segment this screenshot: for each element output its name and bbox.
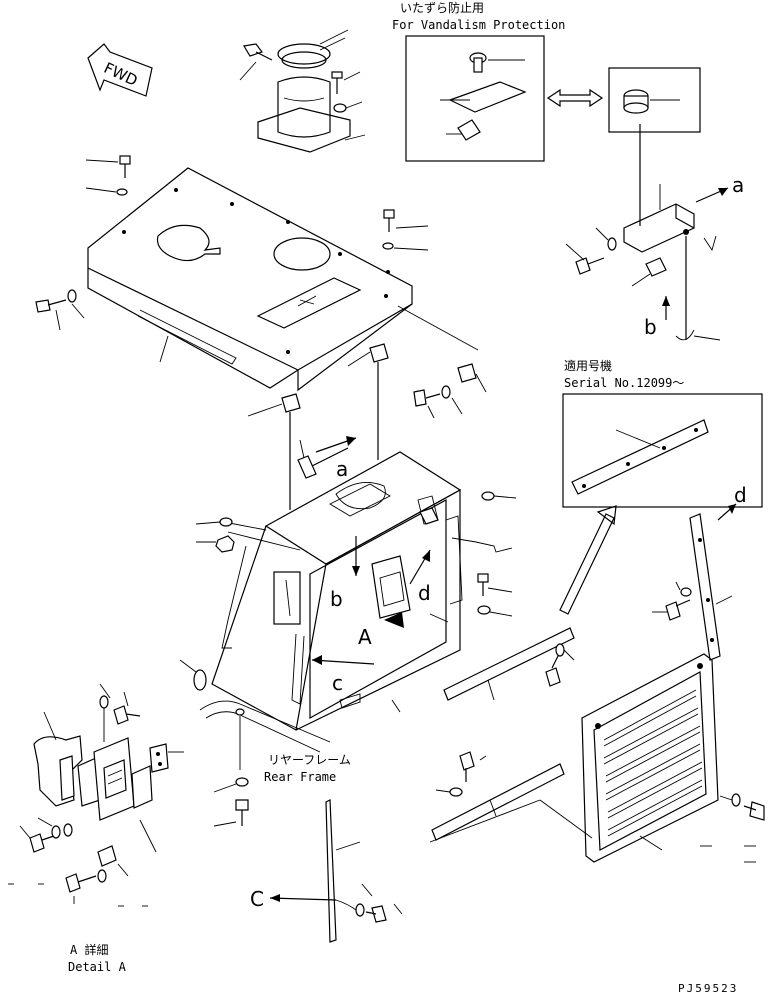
view-A-arrow-icon bbox=[384, 612, 404, 628]
vandalism-en-label: For Vandalism Protection bbox=[392, 18, 565, 32]
callout-a-frame: a bbox=[336, 457, 348, 481]
callout-a-right: a bbox=[732, 173, 744, 197]
callout-d-right: d bbox=[734, 483, 747, 507]
rear-grille bbox=[581, 653, 765, 863]
latch-parts bbox=[247, 305, 487, 510]
top-cover-plate bbox=[87, 167, 413, 392]
callout-b-right: b bbox=[644, 315, 657, 339]
side-strip-d bbox=[652, 503, 737, 661]
detail-A-sketch bbox=[8, 683, 184, 907]
cover-bolts bbox=[35, 155, 429, 363]
callout-d-frame: d bbox=[418, 581, 431, 605]
callout-c-frame: c bbox=[332, 671, 343, 695]
bolts-upper bbox=[239, 29, 366, 141]
main-frame-box bbox=[179, 436, 517, 731]
detail-jp-label: A 詳細 bbox=[70, 942, 108, 957]
serial-strip-part bbox=[571, 419, 709, 495]
detail-en-label: Detail A bbox=[68, 960, 127, 974]
vandalism-jp-label: いたずら防止用 bbox=[400, 0, 484, 15]
serial-detail-box bbox=[562, 393, 763, 508]
vandalism-detail-box bbox=[405, 35, 545, 162]
standard-cap-part bbox=[623, 89, 680, 114]
drawing-code: PJ59523 bbox=[678, 982, 738, 994]
serial-jp-label: 適用号機 bbox=[564, 358, 612, 373]
lower-strips bbox=[429, 627, 593, 843]
filler-tank-assembly bbox=[257, 37, 351, 153]
rear-frame-jp-label: リヤーフレーム bbox=[268, 753, 351, 767]
rear-frame-sketch bbox=[199, 700, 331, 827]
latch-bracket-ab bbox=[565, 124, 729, 341]
standard-cap-box bbox=[608, 67, 701, 133]
fwd-arrow-icon: FWD bbox=[87, 43, 153, 97]
upgrade-arrow-icon bbox=[559, 505, 617, 615]
lock-cap-part bbox=[440, 52, 527, 141]
double-arrow-icon bbox=[546, 88, 604, 108]
callout-c-bottom: C bbox=[250, 887, 264, 911]
callout-b-frame: b bbox=[330, 587, 343, 611]
bottom-strip-c bbox=[269, 799, 403, 943]
serial-en-label: Serial No.12099～ bbox=[564, 376, 684, 390]
rear-frame-en-label: Rear Frame bbox=[264, 770, 336, 784]
callout-A-frame: A bbox=[358, 625, 372, 649]
